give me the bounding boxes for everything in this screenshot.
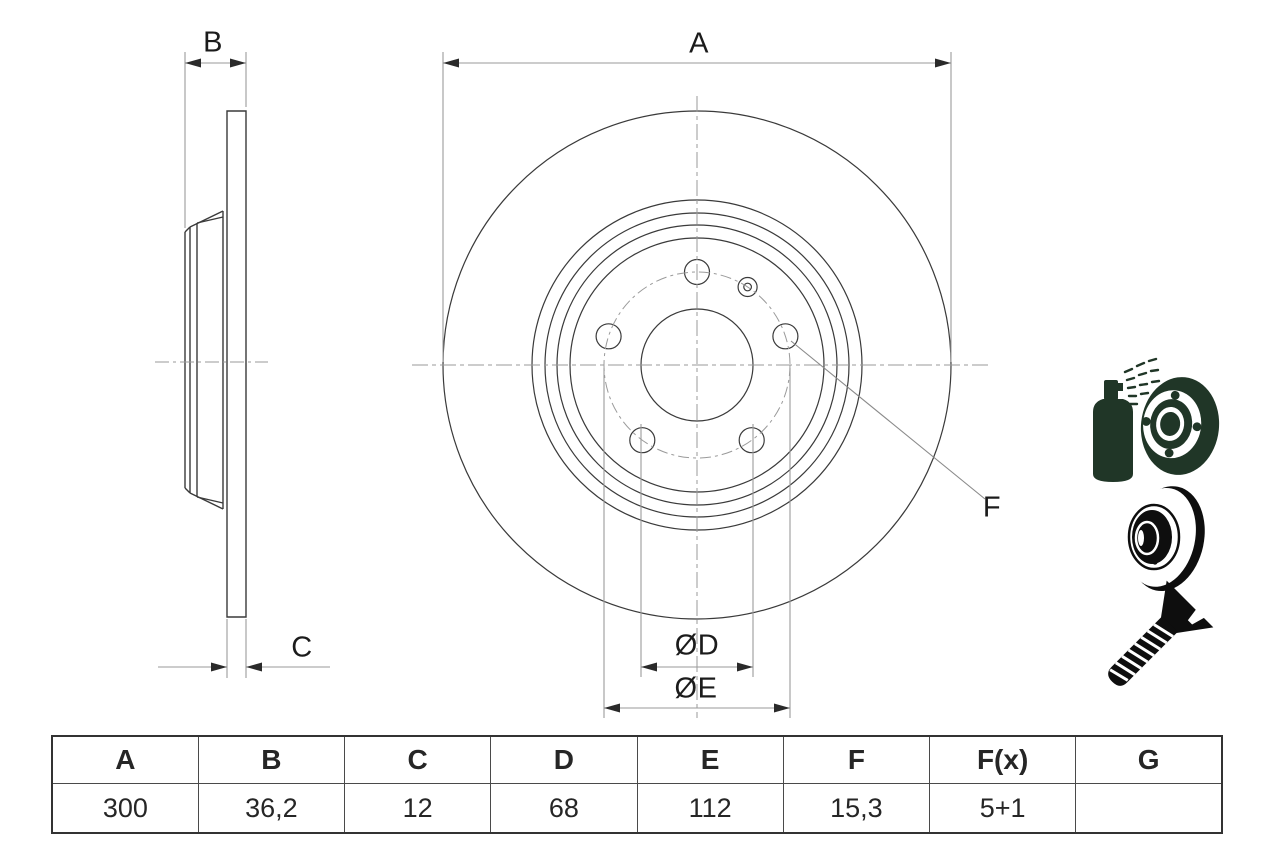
dim-label-a: A	[689, 27, 709, 60]
bolt-circle-centerline	[603, 271, 791, 459]
dim-label-c: C	[291, 631, 313, 664]
side-view-plate	[226, 110, 247, 618]
spray-can-with-coated-disc-icon	[1093, 377, 1220, 482]
spec-table-value-row: 300 36,2 12 68 112 15,3 5+1	[51, 783, 1223, 834]
dim-label-f: F	[982, 491, 1002, 524]
value-e: 112	[636, 783, 784, 834]
dimension-spec-table: A B C D E F F(x) G 300 36,2 12 68 112 15…	[51, 735, 1223, 834]
dim-label-e: ØE	[674, 672, 718, 705]
col-header-c: C	[343, 735, 492, 784]
value-c: 12	[343, 783, 492, 834]
countersunk-screw-icon	[1108, 580, 1214, 686]
side-view-hat	[184, 210, 224, 510]
brake-disc-icon	[1126, 486, 1205, 592]
spray-droplets	[1123, 357, 1161, 406]
spec-table-header-row: A B C D E F F(x) G	[51, 735, 1223, 784]
side-view	[155, 110, 268, 618]
dimension-lines	[158, 52, 986, 718]
front-view-centerlines	[412, 96, 988, 718]
col-header-d: D	[490, 735, 638, 784]
value-b: 36,2	[197, 783, 346, 834]
col-header-b: B	[197, 735, 346, 784]
dimension-arrows	[185, 58, 951, 713]
dim-label-b: B	[203, 26, 223, 59]
col-header-f: F	[782, 735, 931, 784]
value-fx: 5+1	[928, 783, 1077, 834]
value-f: 15,3	[782, 783, 931, 834]
locating-pin-hole	[737, 276, 758, 298]
col-header-g: G	[1075, 735, 1223, 784]
dim-label-d: ØD	[674, 629, 720, 662]
col-header-e: E	[636, 735, 784, 784]
value-a: 300	[51, 783, 199, 834]
col-header-a: A	[51, 735, 199, 784]
f-leader-line	[790, 340, 986, 500]
value-d: 68	[490, 783, 638, 834]
value-g	[1075, 783, 1223, 834]
col-header-fx: F(x)	[928, 735, 1077, 784]
front-view	[412, 96, 988, 718]
